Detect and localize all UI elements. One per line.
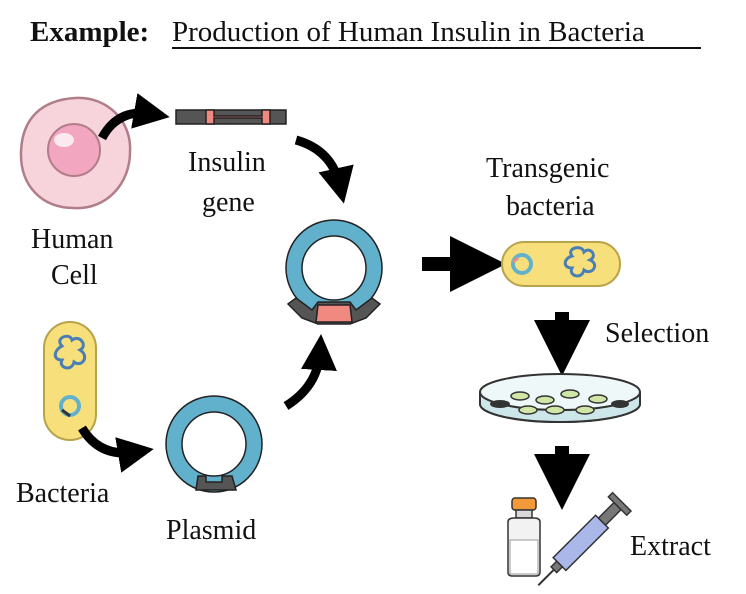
selection-label: Selection [605,318,709,349]
insulin-gene-label-2: gene [202,187,255,218]
insulin-gene-icon [175,109,287,125]
vial-icon [507,497,541,577]
arrow-gene-to-recombinant [294,135,354,204]
bacteria-label: Bacteria [16,478,110,509]
plasmid-label: Plasmid [166,515,256,546]
insulin-gene-label-1: Insulin [188,147,266,178]
human-cell-label-1: Human [31,224,113,255]
arrow-plasmid-to-recombinant [283,334,337,410]
arrow-cell-to-gene [98,93,170,141]
arrow-bacteria-to-plasmid [78,425,154,473]
syringe-icon [537,491,633,586]
extract-label: Extract [630,531,711,562]
transgenic-label-2: bacteria [506,191,595,222]
petri-dish-icon [479,373,641,423]
recombinant-plasmid-icon [285,219,383,325]
bacteria-icon [43,321,97,441]
plasmid-icon [165,395,263,493]
transgenic-label-1: Transgenic [486,153,609,184]
human-cell-label-2: Cell [51,260,98,291]
human-cell-icon [19,96,132,210]
transgenic-bacteria-icon [501,241,621,287]
title-text: Production of Human Insulin in Bacteria [172,16,645,48]
title-prefix: Example: [30,16,149,48]
